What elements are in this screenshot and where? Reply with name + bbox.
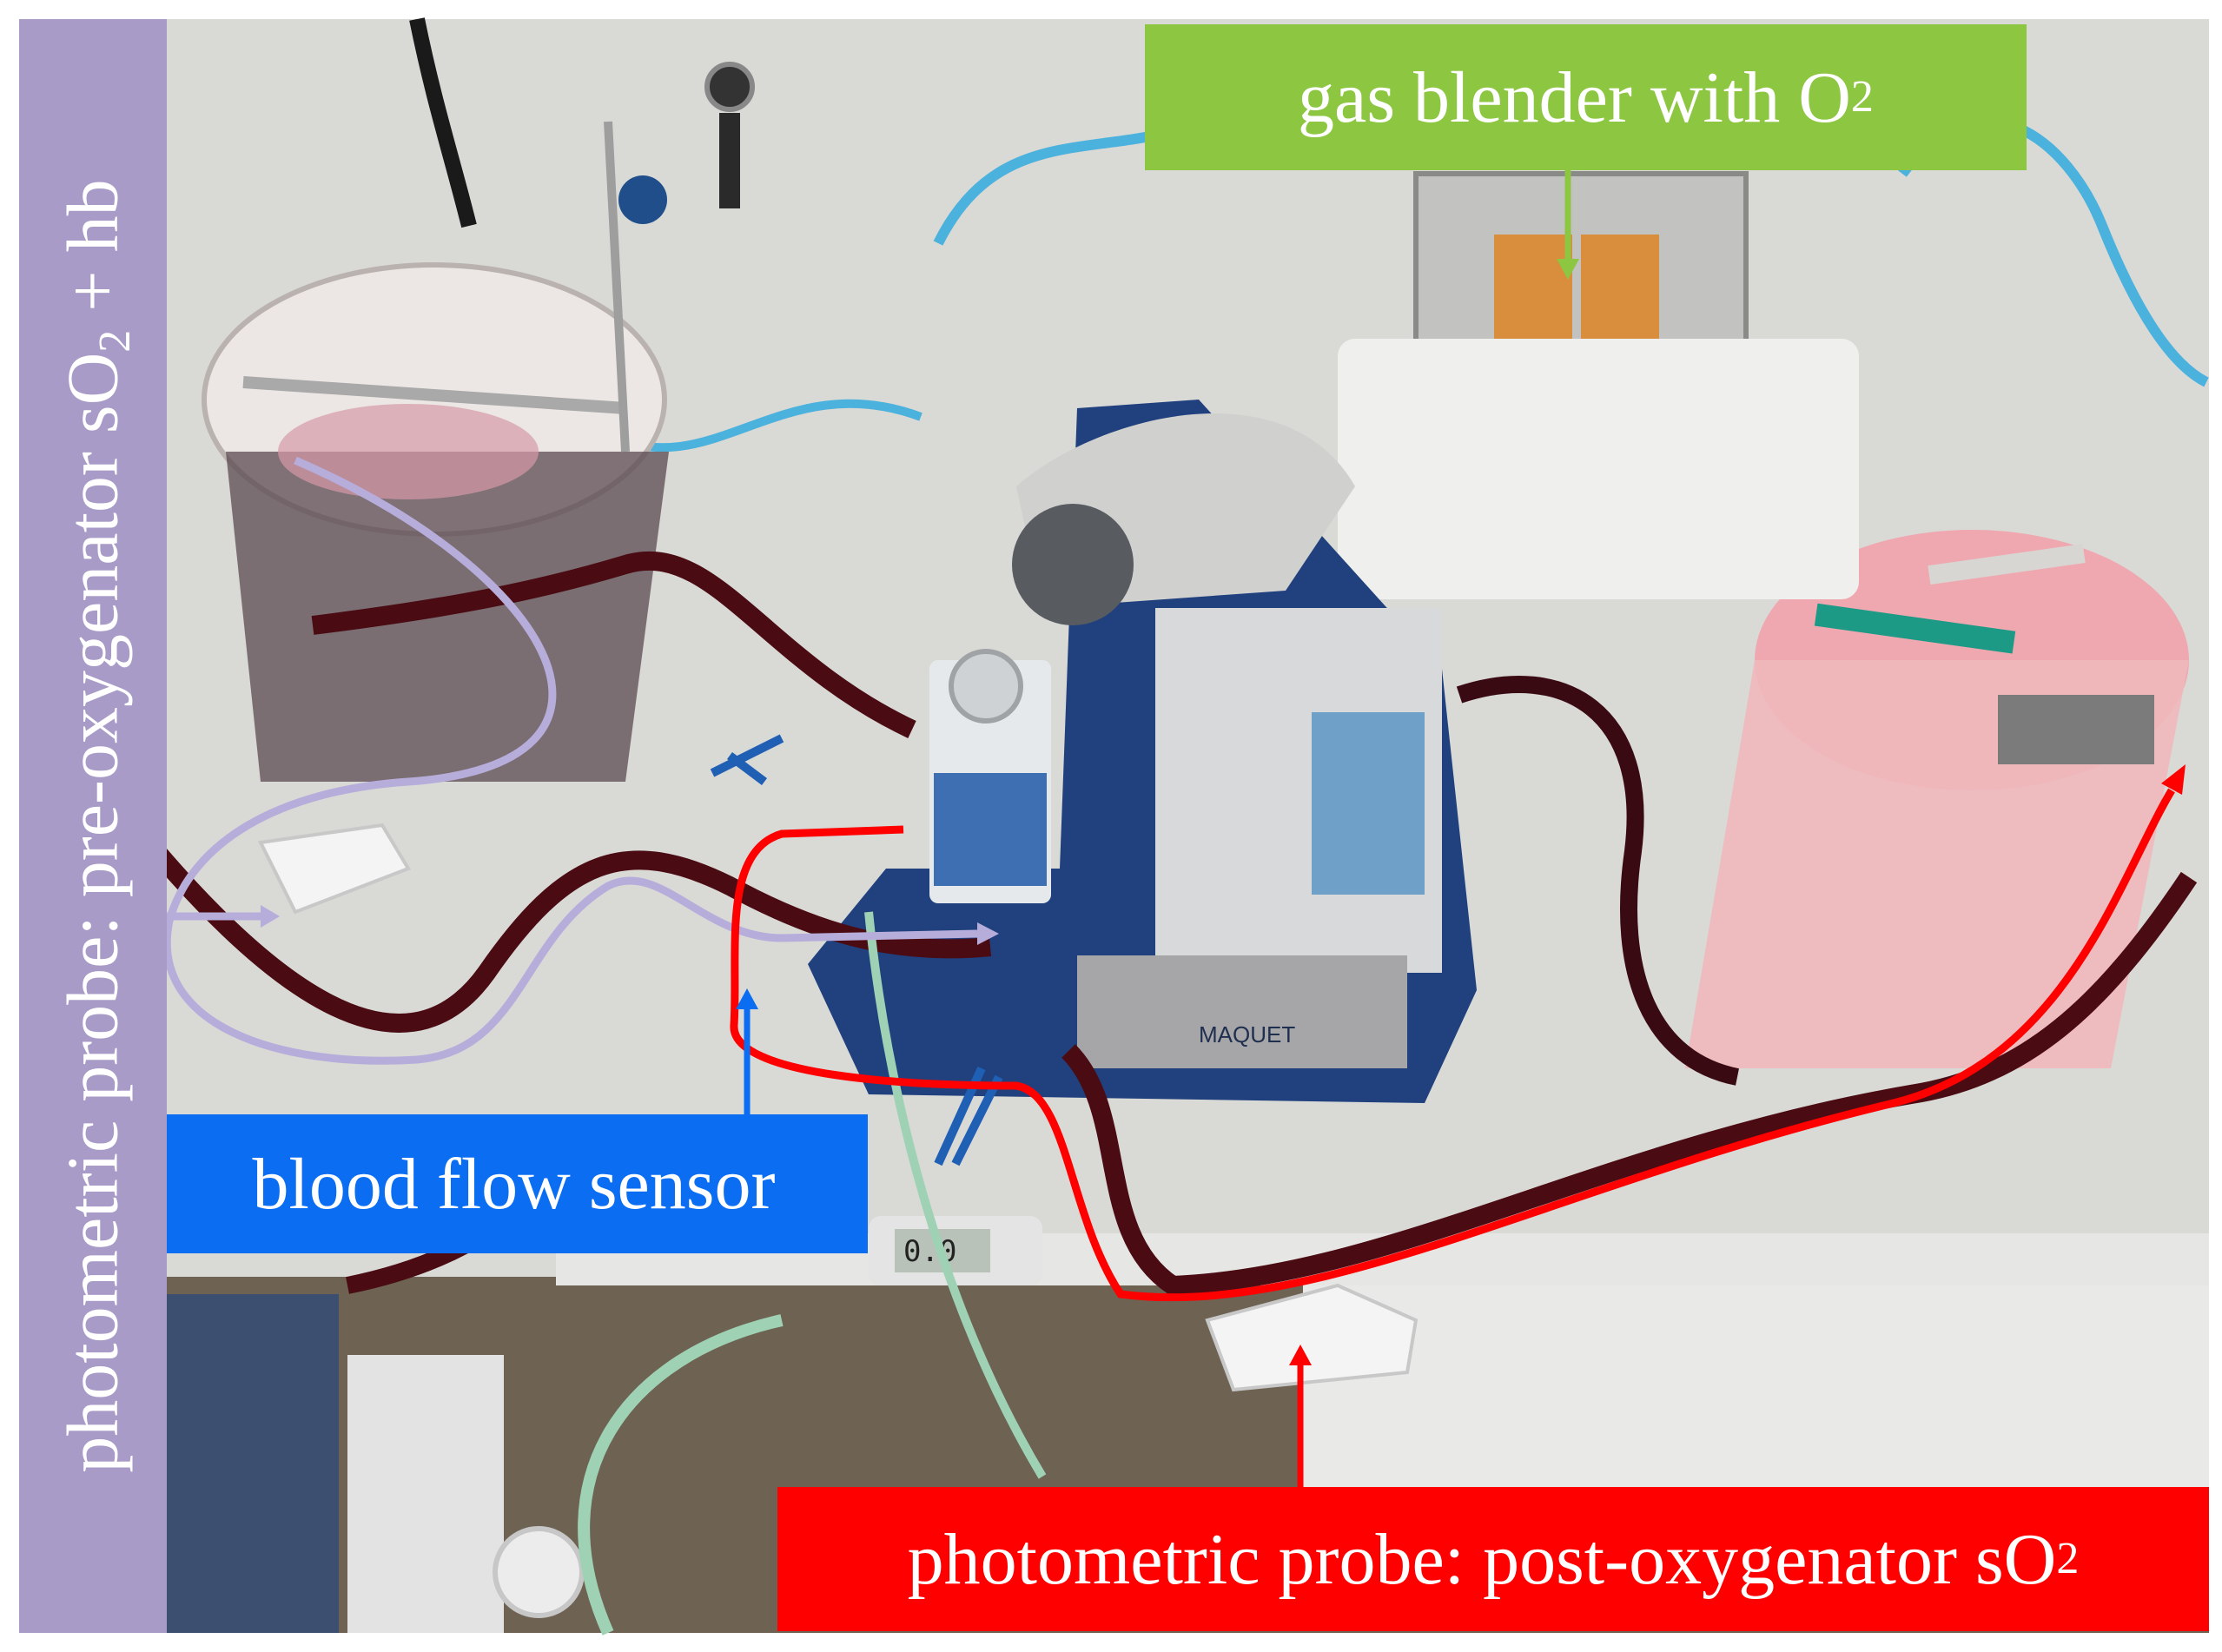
- syringe: [1928, 544, 2086, 585]
- clamp-icon: [710, 734, 784, 785]
- white-housing: [1338, 339, 1859, 599]
- flow-sensor-pointer-head: [736, 988, 758, 1009]
- gas-blender-pointer-head: [1557, 259, 1579, 280]
- blood-tube: [1061, 871, 2198, 1296]
- pressure-gauge-icon: [704, 62, 755, 112]
- left-bucket: [226, 452, 669, 782]
- device-brand-text: MAQUET: [1199, 1021, 1295, 1047]
- blood-stain: [278, 404, 539, 499]
- pre-oxygenator-flow-path: [162, 456, 978, 1065]
- post-probe-pointer-head: [1289, 1345, 1312, 1365]
- pre-oxygenator-probe-label-text: photometric probe: pre-oxygenator sO: [52, 352, 134, 1473]
- blue-valve: [618, 175, 667, 224]
- oxygenator-label: [934, 773, 1047, 886]
- oxygenator-cap: [949, 649, 1023, 724]
- blood-tube: [1456, 676, 1740, 1086]
- post-oxygenator-probe-label-text: photometric probe: post-oxygenator sO: [907, 1518, 2057, 1600]
- blood-flow-sensor-label: blood flow sensor: [160, 1114, 868, 1253]
- clamp-block: [1998, 695, 2154, 764]
- lid-bar: [242, 376, 626, 414]
- gas-blender-label-text: gas blender with O: [1298, 56, 1851, 138]
- green-tube: [864, 911, 1047, 1479]
- pre-oxygenator-probe-label-subscript: 2: [90, 329, 141, 353]
- syringe: [1814, 603, 2016, 654]
- pre-oxygenator-probe-label-rotated: photometric probe: pre-oxygenator sO2 + …: [51, 179, 141, 1473]
- pump-head: [1012, 504, 1134, 625]
- cabinet: [1303, 1285, 2209, 1494]
- pre-oxygenator-arrowhead: [977, 922, 999, 945]
- pre-oxygenator-probe-label: photometric probe: pre-oxygenator sO2 + …: [19, 19, 167, 1633]
- pre-oxygenator-probe-label-suffix: + hb: [52, 179, 134, 330]
- pump-drive: [1077, 955, 1407, 1068]
- bottom-left-device: [347, 1355, 504, 1633]
- post-oxygenator-flow-path: [730, 788, 2175, 1302]
- pre-oxygenator-probe: [257, 823, 411, 915]
- green-tube: [578, 1314, 784, 1635]
- blood-flow-sensor-label-text: blood flow sensor: [252, 1143, 776, 1225]
- regulator: [719, 113, 740, 208]
- bottom-left-equipment: [165, 1294, 339, 1633]
- post-oxygenator-probe: [1205, 1283, 1419, 1392]
- probe-rod: [604, 121, 630, 453]
- filter-disc: [493, 1526, 585, 1618]
- black-hose: [409, 17, 477, 228]
- pre-oxygenator-arrowhead: [261, 905, 280, 928]
- blood-tube: [311, 551, 916, 738]
- ecmo-screen: [1312, 712, 1425, 895]
- post-oxygenator-arrowhead: [2161, 764, 2186, 795]
